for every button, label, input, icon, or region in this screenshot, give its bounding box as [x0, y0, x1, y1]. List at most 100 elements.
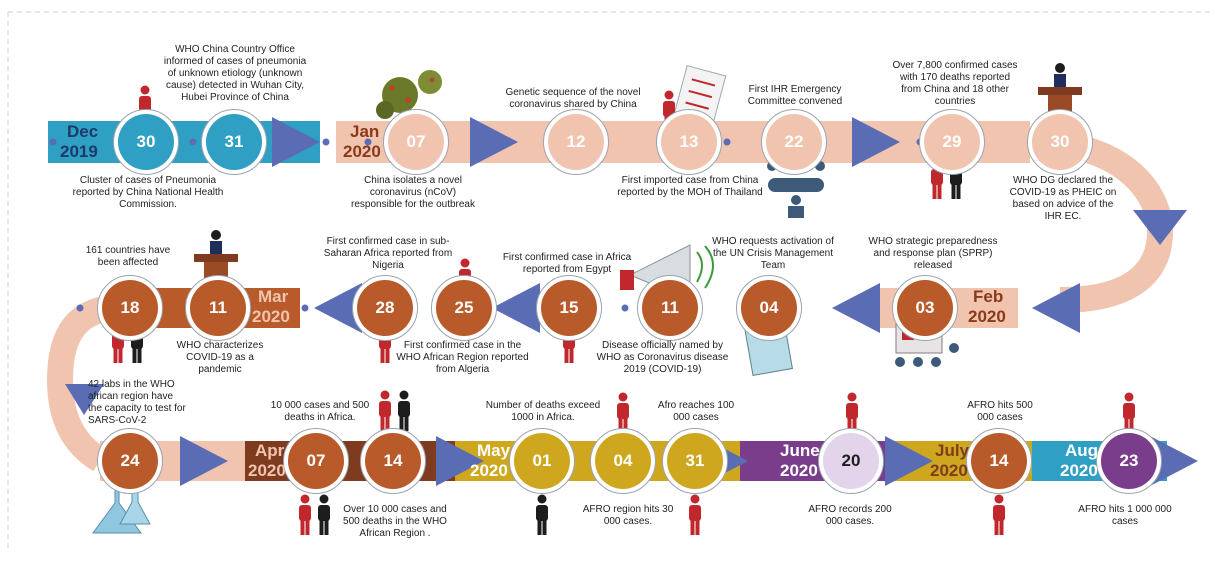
year-feb: 2020: [968, 307, 1006, 326]
arrow-r3-e: [1150, 436, 1198, 486]
event-who-china-office: WHO China Country Office informed of cas…: [163, 44, 307, 103]
date-circle: 30: [118, 114, 174, 170]
arrow-r1-c: [852, 117, 900, 167]
event-1000-deaths: Number of deaths exceed 1000 in Africa.: [485, 400, 601, 423]
event-7800-cases: Over 7,800 confirmed cases with 170 deat…: [892, 60, 1018, 107]
dot: [723, 138, 731, 146]
date-circle: 04: [595, 433, 651, 489]
event-china-isolates: China isolates a novel coronavirus (nCoV…: [351, 175, 475, 210]
person-icon: [846, 392, 858, 433]
event-algeria: First confirmed case in the WHO African …: [396, 340, 529, 375]
year-july: 2020: [930, 461, 968, 480]
date-circle: 07: [288, 433, 344, 489]
event-10000-who-region: Over 10 000 cases and 500 deaths in the …: [343, 504, 447, 539]
date-circle: 11: [190, 280, 246, 336]
year-may: 2020: [470, 461, 508, 480]
year-mar: 2020: [252, 307, 290, 326]
dot: [322, 138, 330, 146]
year-june: 2020: [780, 461, 818, 480]
person-icon: [398, 390, 410, 431]
event-sprp: WHO strategic preparedness and response …: [868, 236, 998, 271]
date-circle: 12: [548, 114, 604, 170]
date-circle: 31: [206, 114, 262, 170]
arrow-r3-a: [180, 436, 228, 486]
month-july: July: [935, 441, 970, 460]
event-161-countries: 161 countries have been affected: [85, 245, 171, 268]
arrow-r1-b: [470, 117, 518, 167]
event-egypt: First confirmed case in Africa reported …: [502, 252, 632, 275]
date-circle: 31: [667, 433, 723, 489]
event-sub-saharan: First confirmed case in sub-Saharan Afri…: [323, 236, 453, 271]
person-icon: [993, 494, 1005, 535]
person-icon: [299, 494, 311, 535]
date-circle: 24: [102, 433, 158, 489]
date-circle: 25: [436, 280, 492, 336]
event-un-crisis: WHO requests activation of the UN Crisis…: [712, 236, 834, 271]
year-jan: 2020: [343, 142, 381, 161]
arrow-r2-a: [1032, 283, 1080, 333]
month-feb: Feb: [973, 287, 1004, 306]
date-circle: 07: [388, 114, 444, 170]
year-dec: 2019: [60, 142, 98, 161]
dot: [49, 138, 57, 146]
event-ihr-committee: First IHR Emergency Committee convened: [747, 84, 843, 107]
event-pandemic: WHO characterizes COVID-19 as a pandemic: [176, 340, 264, 375]
date-circle: 13: [661, 114, 717, 170]
date-circle: 28: [357, 280, 413, 336]
date-circle: 20: [823, 433, 879, 489]
event-42-labs: 42 labs in the WHO african region have t…: [88, 379, 186, 426]
dot: [189, 138, 197, 146]
month-apr: Apr: [255, 441, 285, 460]
date-circle: 14: [971, 433, 1027, 489]
date-circle: 11: [642, 280, 698, 336]
event-30000: AFRO region hits 30 000 cases.: [582, 504, 674, 527]
dot: [301, 304, 309, 312]
event-named-covid: Disease officially named by WHO as Coron…: [596, 340, 729, 375]
year-apr: 2020: [248, 461, 286, 480]
person-icon: [1123, 392, 1135, 433]
person-icon: [379, 390, 391, 431]
dashed-frame: [7, 11, 1210, 550]
arrow-r2-c: [492, 283, 540, 333]
dot: [76, 304, 84, 312]
date-circle: 29: [924, 114, 980, 170]
event-pheic: WHO DG declared the COVID-19 as PHEIC on…: [1009, 175, 1117, 222]
timeline-arrows: [180, 117, 1198, 486]
date-circle: 15: [541, 280, 597, 336]
arrow-r2-d: [314, 283, 362, 333]
date-circle: 01: [514, 433, 570, 489]
event-10000-africa: 10 000 cases and 500 deaths in Africa.: [270, 400, 370, 423]
date-circle: 22: [766, 114, 822, 170]
date-circle: 04: [741, 280, 797, 336]
dot: [621, 304, 629, 312]
month-jan: Jan: [350, 122, 380, 141]
event-500000: AFRO hits 500 000 cases: [967, 400, 1033, 423]
date-circle: 14: [365, 433, 421, 489]
event-100000: Afro reaches 100 000 cases: [657, 400, 735, 423]
person-icon: [318, 494, 330, 535]
event-cluster-pneumonia: Cluster of cases of Pneumonia reported b…: [72, 175, 224, 210]
date-circle: 23: [1101, 433, 1157, 489]
event-1000000: AFRO hits 1 000 000 cases: [1078, 504, 1172, 527]
month-may: May: [477, 441, 511, 460]
month-dec: Dec: [67, 122, 99, 141]
arrow-r3-d: [885, 436, 933, 486]
virus-icon: [376, 70, 442, 119]
arrow-curve-left: [65, 384, 104, 415]
arrow-r2-b: [832, 283, 880, 333]
arrow-curve-right: [1133, 210, 1187, 245]
person-icon: [689, 494, 701, 535]
event-first-imported: First imported case from China reported …: [617, 175, 763, 198]
person-icon: [617, 392, 629, 433]
curve-left: [46, 295, 117, 472]
month-mar: Mar: [258, 287, 289, 306]
arrow-r3-b: [436, 436, 484, 486]
dot: [364, 138, 372, 146]
event-200000: AFRO records 200 000 cases.: [808, 504, 892, 527]
timeline-dots: [49, 138, 924, 312]
date-circle: 18: [102, 280, 158, 336]
month-june: June: [780, 441, 820, 460]
event-genetic-sequence: Genetic sequence of the novel coronaviru…: [505, 87, 641, 110]
arrow-r1-a: [272, 117, 320, 167]
year-aug: 2020: [1060, 461, 1098, 480]
